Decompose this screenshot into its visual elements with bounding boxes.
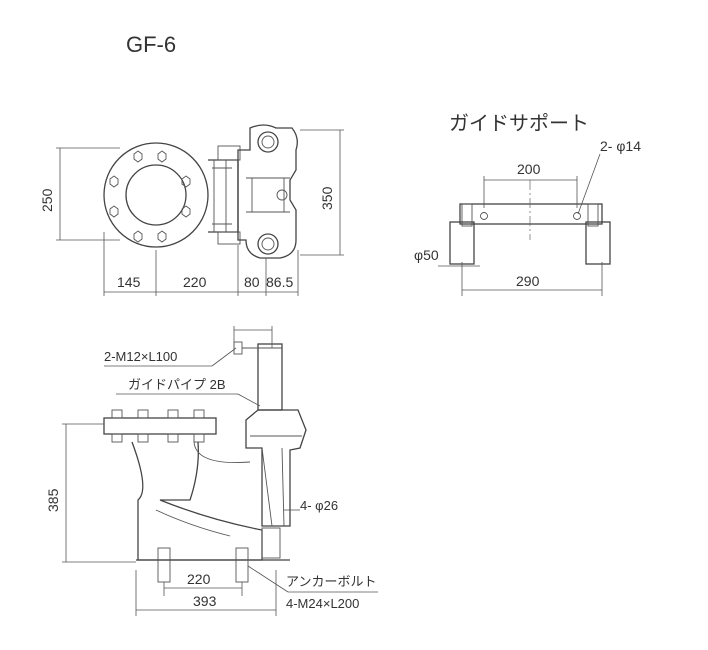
- callout-anchor: アンカーボルト: [286, 574, 376, 589]
- guide-pipe: [257, 343, 283, 411]
- dim-290: 290: [516, 273, 540, 289]
- bolt-m12: [233, 341, 243, 355]
- dim-220-side: 220: [187, 571, 211, 587]
- side-view: 385 220 393 2-M12×L100 ガイドパイプ 2B 4- φ26 …: [45, 326, 378, 616]
- support-pipe-left: [449, 221, 475, 265]
- callout-holes: 4- φ26: [300, 498, 338, 513]
- dim-145: 145: [117, 274, 141, 290]
- side-flange: [103, 417, 217, 435]
- dim-385: 385: [45, 488, 61, 512]
- guide-support-label: ガイドサポート: [449, 112, 589, 135]
- flange-outer: [103, 142, 209, 248]
- support-pipe-right: [585, 221, 611, 265]
- anchor-bolt-right: [235, 547, 249, 583]
- anchor-bolt-left: [157, 547, 171, 583]
- callout-bolt: 2-M12×L100: [104, 349, 177, 364]
- support-hole-left: [480, 212, 488, 220]
- callout-anchor-spec: 4-M24×L200: [286, 596, 359, 611]
- side-guide-block: [245, 409, 307, 527]
- elbow-body: [208, 159, 239, 233]
- callout-guide-pipe: ガイドパイプ 2B: [128, 377, 226, 392]
- support-hole-right: [573, 212, 581, 220]
- dim-80: 80: [244, 274, 260, 290]
- support-bar: [459, 203, 603, 225]
- dim-200: 200: [517, 161, 541, 177]
- dim-220-plan: 220: [183, 274, 207, 290]
- dim-phi50: φ50: [414, 247, 439, 263]
- dim-2-phi14: 2- φ14: [600, 138, 641, 154]
- guide-block: [237, 124, 298, 259]
- elbow: [131, 441, 263, 561]
- flange-bore: [125, 164, 187, 226]
- flange-bolts: [111, 409, 205, 443]
- dim-250: 250: [39, 188, 55, 212]
- dim-350: 350: [319, 186, 335, 210]
- drawing-title: GF-6: [126, 32, 176, 57]
- plan-view: 250 350 145 220 80 86.5: [39, 124, 344, 296]
- flange-bolt-holes: [109, 150, 191, 243]
- guide-support-view: ガイドサポート 200 2- φ14 φ50 290: [414, 112, 641, 296]
- dim-86-5: 86.5: [266, 274, 293, 290]
- dim-393: 393: [193, 593, 217, 609]
